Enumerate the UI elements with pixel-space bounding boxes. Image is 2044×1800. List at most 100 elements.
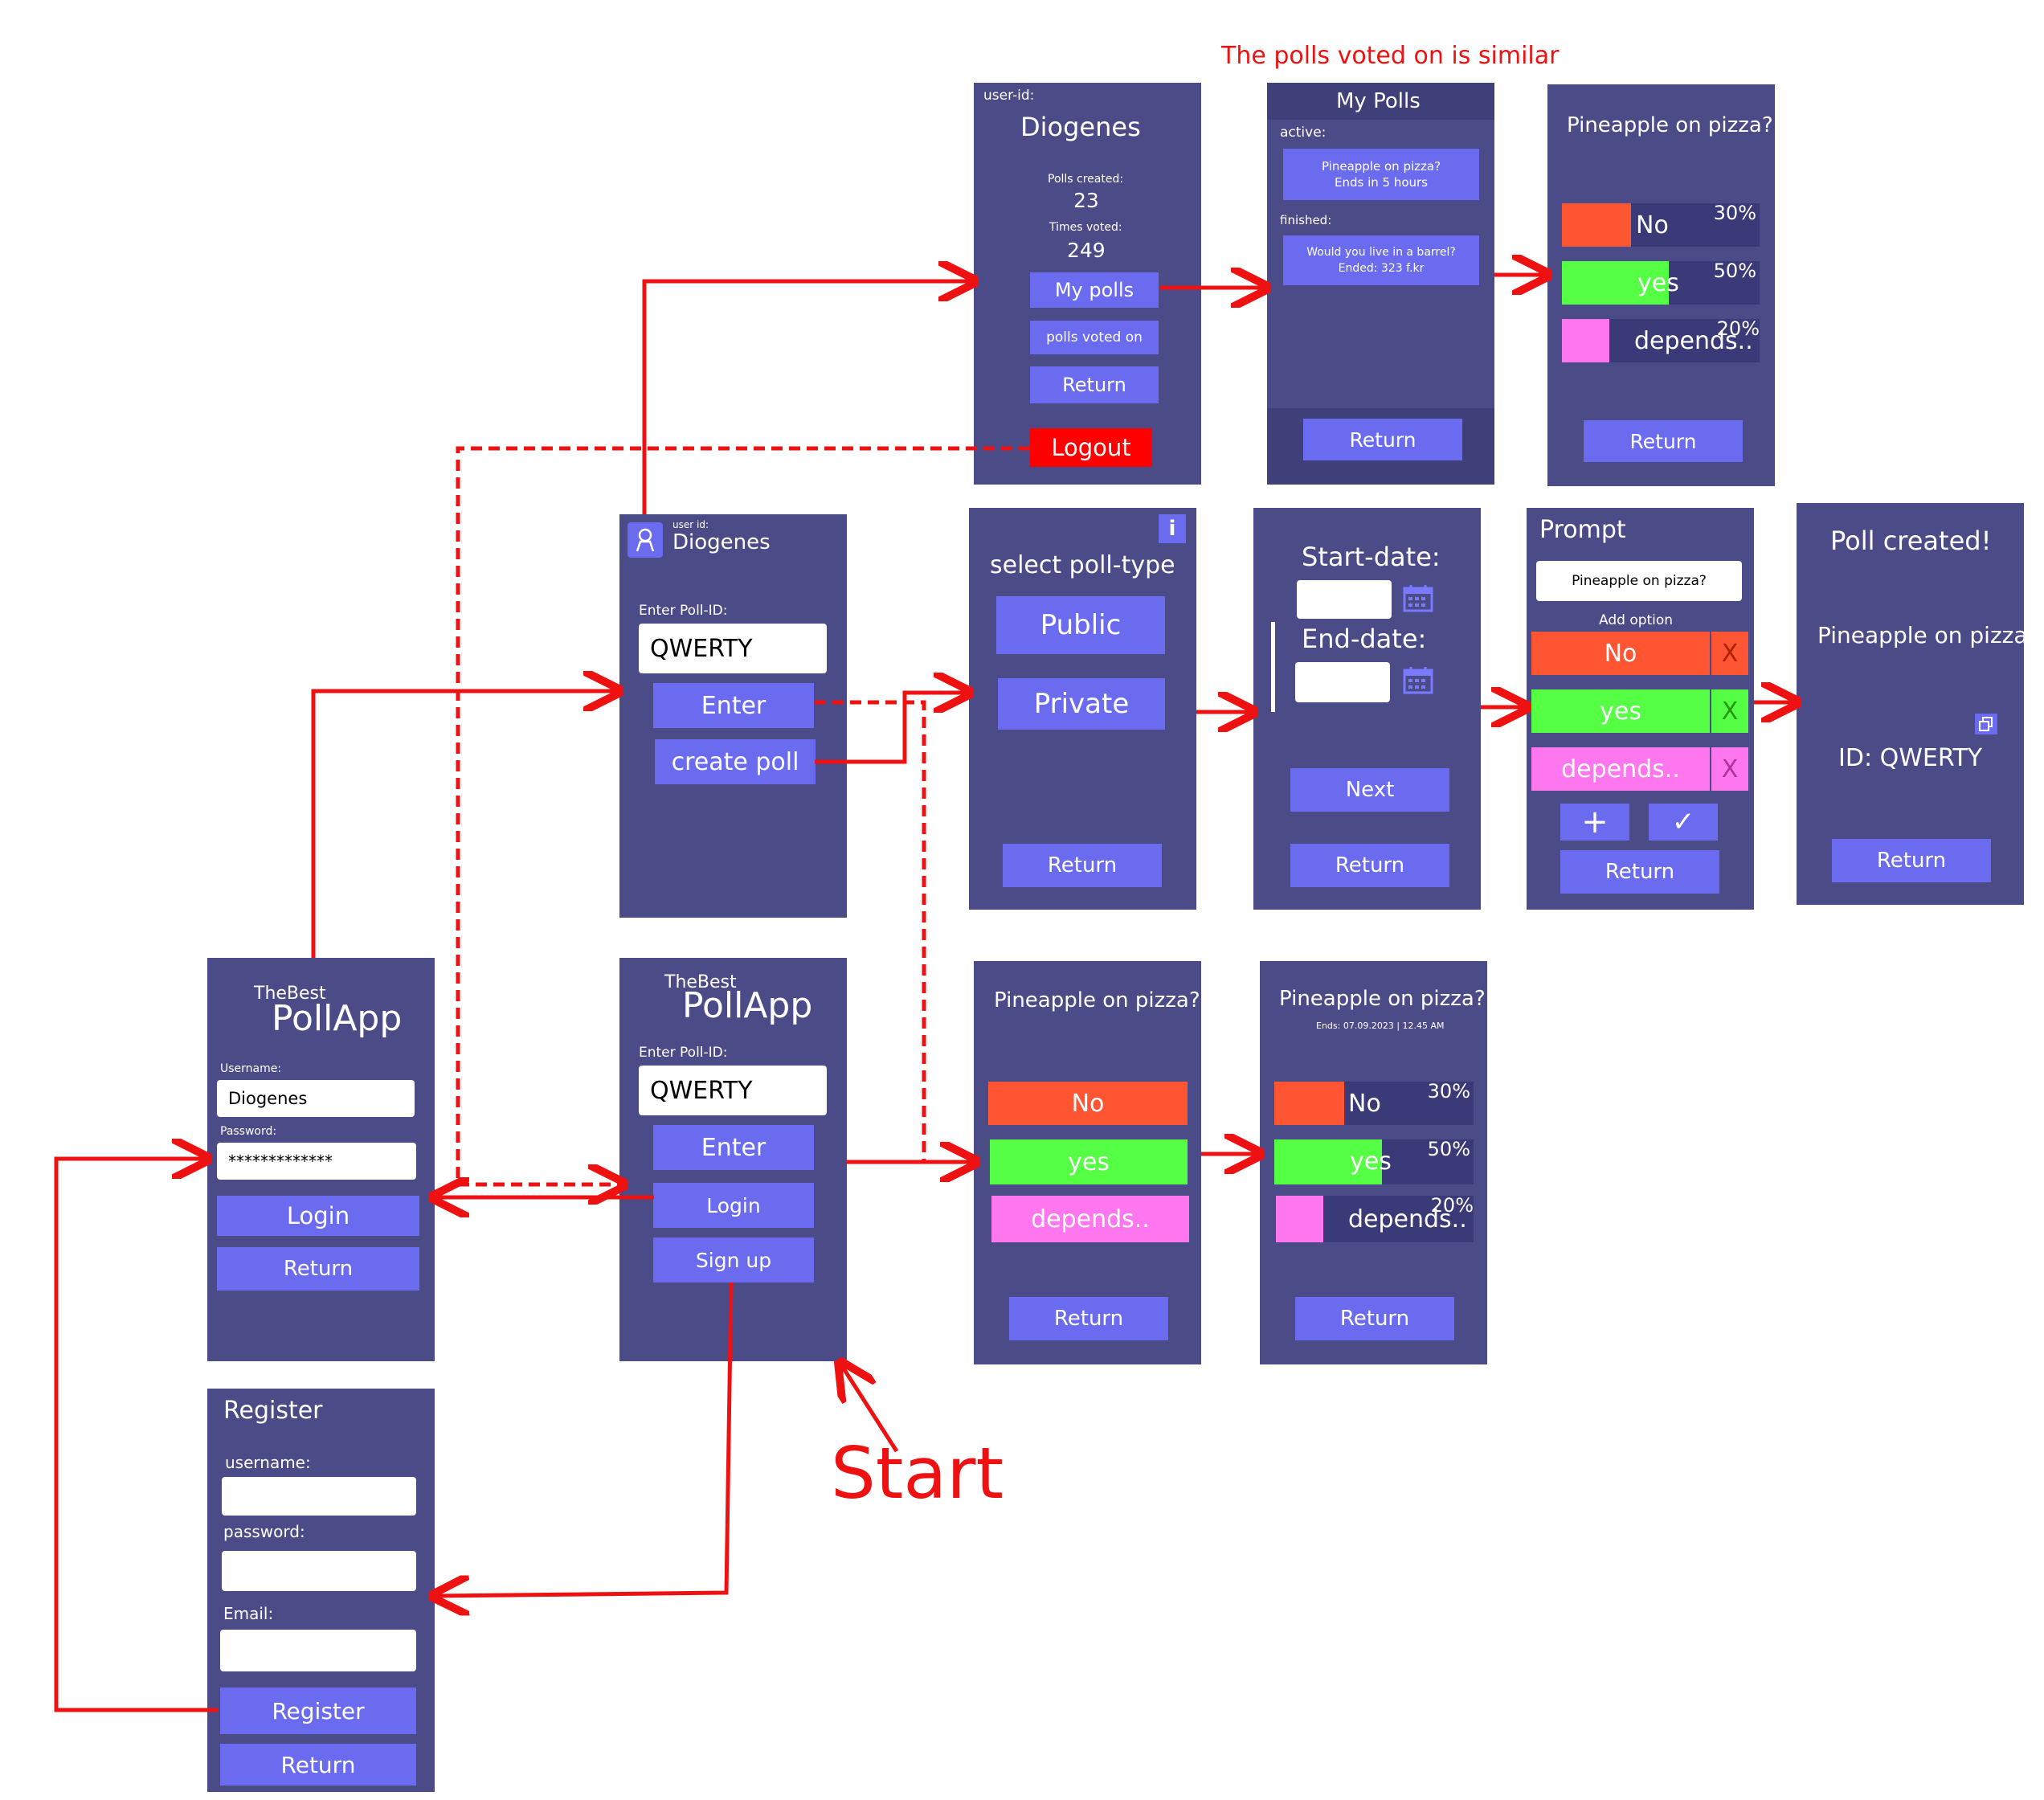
info-icon[interactable]: i: [1159, 514, 1186, 543]
result-label-no: No: [1636, 211, 1669, 239]
my-polls-title: My Polls: [1336, 89, 1421, 113]
results-top-question: Pineapple on pizza?: [1567, 113, 1773, 137]
start-login-button[interactable]: Login: [653, 1183, 814, 1228]
calendar-icon[interactable]: [1403, 583, 1433, 612]
poll-created-screen: Poll created! Pineapple on pizza? ID: QW…: [1797, 503, 2039, 905]
register-email-label: Email:: [223, 1604, 274, 1623]
result-bar-depends: depends.. 20%: [1562, 317, 1760, 362]
results-top-return-button[interactable]: Return: [1584, 420, 1743, 462]
option-yes[interactable]: yes: [1531, 689, 1710, 733]
prompt-title: Prompt: [1539, 516, 1626, 544]
results-bottom-screen: Pineapple on pizza? Ends: 07.09.2023 | 1…: [1260, 961, 1487, 1364]
profile-return-button[interactable]: Return: [1030, 366, 1159, 403]
public-button[interactable]: Public: [996, 596, 1165, 654]
my-polls-header: [1267, 83, 1494, 120]
date-range-divider: [1271, 622, 1275, 712]
active-poll-ends: Ends in 5 hours: [1334, 175, 1428, 190]
bottom-result-label-no: No: [1348, 1090, 1381, 1118]
register-password-label: password:: [223, 1522, 305, 1541]
results-top-screen: Pineapple on pizza? No 30% yes 50% depen…: [1547, 84, 1775, 486]
register-username-label: username:: [225, 1453, 311, 1472]
remove-option-no-button[interactable]: X: [1711, 632, 1748, 675]
create-poll-button[interactable]: create poll: [655, 739, 816, 784]
prompt-question-input[interactable]: Pineapple on pizza?: [1536, 561, 1742, 601]
arrow-start-pointer: [842, 1366, 899, 1453]
result-bar-no-fill: [1562, 203, 1632, 247]
add-option-button[interactable]: +: [1560, 804, 1629, 841]
result-pct-depends: 20%: [1716, 317, 1760, 340]
register-button[interactable]: Register: [220, 1688, 416, 1734]
logout-button[interactable]: Logout: [1030, 428, 1152, 467]
dates-return-button[interactable]: Return: [1290, 844, 1449, 887]
register-username-input[interactable]: [222, 1477, 416, 1516]
vote-option-no[interactable]: No: [988, 1082, 1188, 1125]
start-label: Start: [831, 1432, 1004, 1515]
my-polls-screen: My Polls active: Pineapple on pizza? End…: [1267, 83, 1494, 485]
finished-poll-ended: Ended: 323 f.kr: [1338, 262, 1425, 275]
brand-small: TheBest: [254, 984, 326, 1004]
my-polls-return-button[interactable]: Return: [1303, 419, 1462, 460]
profile-username: Diogenes: [1020, 112, 1141, 142]
end-date-input[interactable]: [1295, 662, 1390, 702]
start-date-input[interactable]: [1297, 580, 1392, 619]
username-input[interactable]: Diogenes: [217, 1080, 415, 1117]
arrow-create-to-polltype: [815, 693, 966, 764]
dates-screen: Start-date: End-date: Next Return: [1253, 508, 1481, 910]
start-poll-id-input[interactable]: QWERTY: [639, 1066, 827, 1115]
results-bottom-return-button[interactable]: Return: [1295, 1297, 1454, 1340]
result-pct-yes: 50%: [1713, 260, 1756, 282]
result-bar-no: No 30%: [1562, 202, 1760, 247]
poll-created-return-button[interactable]: Return: [1832, 839, 1991, 882]
end-date-label: End-date:: [1302, 624, 1427, 654]
calendar-icon[interactable]: [1403, 665, 1433, 694]
arrow-login-to-home: [311, 691, 615, 958]
active-label: active:: [1280, 125, 1327, 141]
finished-label: finished:: [1280, 213, 1332, 227]
option-depends[interactable]: depends..: [1531, 747, 1710, 791]
login-button[interactable]: Login: [217, 1196, 419, 1236]
start-enter-button[interactable]: Enter: [653, 1125, 814, 1170]
register-password-input[interactable]: [222, 1551, 416, 1591]
option-no[interactable]: No: [1531, 632, 1710, 675]
prompt-return-button[interactable]: Return: [1560, 850, 1719, 894]
next-button[interactable]: Next: [1290, 768, 1449, 812]
result-bar-yes-fill: [1562, 261, 1669, 305]
bottom-result-pct-depends: 20%: [1430, 1194, 1474, 1217]
signup-button[interactable]: Sign up: [653, 1238, 814, 1282]
remove-option-depends-button[interactable]: X: [1711, 747, 1748, 791]
polls-voted-on-button[interactable]: polls voted on: [1030, 321, 1159, 354]
active-poll-item[interactable]: Pineapple on pizza? Ends in 5 hours: [1283, 149, 1479, 200]
poll-type-return-button[interactable]: Return: [1003, 844, 1162, 887]
copy-id-button[interactable]: [1975, 714, 1997, 734]
login-screen: TheBest PollApp Username: Diogenes Passw…: [207, 958, 435, 1361]
bottom-result-bar-yes-fill: [1274, 1139, 1382, 1184]
poll-id-label: Enter Poll-ID:: [639, 603, 728, 619]
home-logged-in-screen: user id: Diogenes Enter Poll-ID: QWERTY …: [619, 514, 847, 918]
finished-poll-item[interactable]: Would you live in a barrel? Ended: 323 f…: [1283, 235, 1479, 285]
login-return-button[interactable]: Return: [217, 1247, 419, 1291]
bottom-result-label-depends: depends..: [1348, 1205, 1467, 1233]
poll-id-input[interactable]: QWERTY: [639, 624, 827, 673]
polls-created-label: Polls created:: [1048, 173, 1124, 186]
my-polls-button[interactable]: My polls: [1030, 272, 1159, 308]
password-input[interactable]: *************: [217, 1143, 416, 1180]
results-bottom-ends: Ends: 07.09.2023 | 12.45 AM: [1316, 1021, 1445, 1031]
enter-button[interactable]: Enter: [653, 683, 814, 728]
register-title: Register: [223, 1397, 323, 1425]
remove-option-yes-button[interactable]: X: [1711, 689, 1748, 733]
start-poll-id-label: Enter Poll-ID:: [639, 1045, 728, 1061]
arrow-logout-to-start: [456, 446, 1030, 1184]
vote-screen: Pineapple on pizza? No yes depends.. Ret…: [974, 961, 1201, 1364]
vote-return-button[interactable]: Return: [1009, 1297, 1168, 1340]
profile-avatar-button[interactable]: [628, 522, 663, 558]
vote-option-yes[interactable]: yes: [990, 1139, 1188, 1184]
private-button[interactable]: Private: [998, 678, 1165, 730]
register-return-button[interactable]: Return: [220, 1744, 416, 1786]
register-email-input[interactable]: [220, 1630, 416, 1671]
home-username: Diogenes: [672, 530, 771, 554]
vote-option-depends[interactable]: depends..: [991, 1196, 1189, 1242]
times-voted-count: 249: [1067, 239, 1106, 262]
confirm-poll-button[interactable]: ✓: [1649, 804, 1718, 841]
